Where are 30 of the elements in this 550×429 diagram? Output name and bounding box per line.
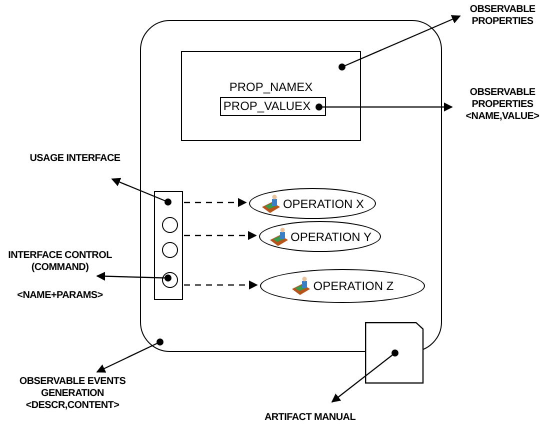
leader-line <box>96 272 172 282</box>
leader-line <box>96 338 164 373</box>
dashed-arrow <box>184 231 257 240</box>
manual-page <box>365 322 424 384</box>
callout-label: USAGE INTERFACE <box>20 153 130 167</box>
leader-line <box>316 102 453 112</box>
dashed-arrow <box>184 198 247 207</box>
control-circle <box>162 242 178 258</box>
property-value-box: PROP_VALUEX <box>220 97 326 116</box>
callout-label: OBSERVABLE EVENTS GENERATION <DESCR,CONTENT> <box>5 376 140 416</box>
interface-panel <box>154 191 183 300</box>
operation-label: OPERATION X <box>282 196 364 210</box>
callout-label: INTERFACE CONTROL (COMMAND) <box>7 250 113 274</box>
operation-ellipse <box>249 188 376 219</box>
callout-label: OBSERVABLE PROPERTIES <box>455 4 550 30</box>
control-circle <box>162 217 178 233</box>
leader-line <box>111 178 172 206</box>
operation-ellipse <box>259 221 381 252</box>
leader-line <box>331 350 398 403</box>
operation-label: OPERATION Z <box>313 279 394 293</box>
operation-ellipse <box>260 269 425 303</box>
property-name: PROP_NAMEX <box>228 80 314 94</box>
properties-box <box>181 51 361 141</box>
leader-line <box>338 15 461 70</box>
operation-label: OPERATION Y <box>290 230 372 244</box>
callout-label: <NAME+PARAMS> <box>16 290 104 302</box>
dashed-arrow <box>184 280 258 290</box>
control-circle <box>162 272 178 288</box>
callout-label: ARTIFACT MANUAL <box>255 412 365 426</box>
callout-label: OBSERVABLE PROPERTIES <NAME,VALUE> <box>455 87 550 127</box>
